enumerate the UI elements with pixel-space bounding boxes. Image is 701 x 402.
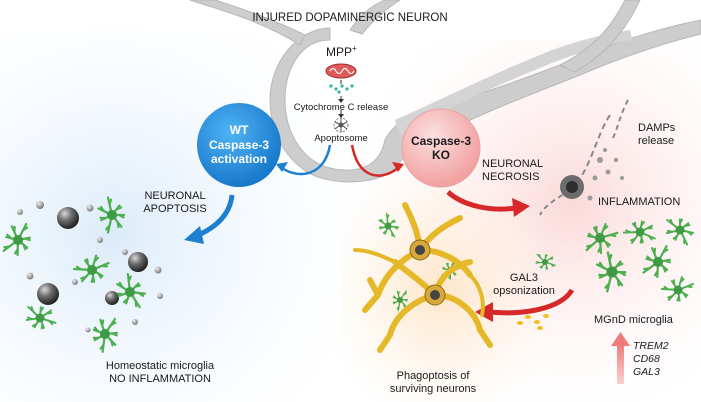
phagoptosis-label: Phagoptosis of surviving neurons: [378, 370, 488, 395]
cytochrome-icon: [329, 84, 354, 94]
necrosis-line2: NECROSIS: [482, 170, 540, 183]
wt-caspase-badge-shape: [197, 103, 281, 187]
damps-line2: release: [638, 134, 675, 147]
blue-curve-arrow: [281, 144, 332, 176]
surviving-neuron-somas: [409, 239, 446, 306]
microglia-cell: [392, 290, 408, 312]
microglia-cell: [660, 276, 695, 302]
red-curve-arrow: [350, 144, 399, 177]
microglia-cell: [25, 305, 57, 330]
microglia-cell: [72, 254, 110, 283]
wt-badge-line1: WT: [229, 123, 249, 138]
gene-list: TREM2 CD68 GAL3: [633, 340, 669, 379]
homeostatic-line2: NO INFLAMMATION: [109, 372, 211, 385]
apoptosome-label: Apoptosome: [314, 133, 368, 144]
damps-label: DAMPs release: [638, 122, 675, 147]
gal3-particles: [517, 314, 549, 330]
apoptosis-line1: NEURONAL: [144, 190, 206, 202]
upregulation-arrow: [617, 344, 624, 384]
apoptotic-bodies: [17, 201, 163, 333]
phagoptosis-line2: surviving neurons: [389, 382, 477, 395]
microglia-cell: [97, 196, 126, 234]
gene-trem2: TREM2: [633, 340, 669, 352]
necrosis-line1: NEURONAL: [482, 158, 544, 170]
microglia-cell: [585, 222, 619, 255]
homeostatic-line1: Homeostatic microglia: [105, 360, 215, 372]
mpp-text: MPP: [326, 45, 353, 59]
mitochondrion-icon: [325, 63, 357, 79]
microglia-cell: [92, 317, 119, 353]
ko-caspase-badge: Caspase-3 KO: [402, 109, 480, 187]
surviving-neurons: [353, 202, 493, 353]
wt-caspase-badge: WT Caspase-3 activation: [197, 103, 281, 187]
microglia-cell: [116, 273, 147, 309]
microglia-cell: [642, 245, 671, 279]
wt-badge-line3: activation: [210, 152, 267, 167]
necrosis-arrow: [446, 190, 516, 212]
ko-badge-line1: Caspase-3: [410, 133, 472, 148]
mpp-sup: +: [352, 44, 357, 53]
wt-badge-line2: Caspase-3: [208, 137, 270, 152]
apoptosome-icon: [333, 117, 349, 133]
microglia-cell: [665, 218, 695, 246]
microglia-cell: [2, 222, 31, 257]
ko-badge-line2: KO: [432, 148, 450, 162]
necrotic-neuron: [539, 99, 629, 216]
damps-line1: DAMPs: [638, 122, 676, 134]
microglia-cell: [596, 251, 627, 293]
gal3-line2: opsonization: [493, 284, 555, 297]
homeostatic-label: Homeostatic microglia NO INFLAMMATION: [80, 360, 240, 385]
gal3-label: GAL3 opsonization: [484, 272, 564, 297]
gene-gal3: GAL3: [633, 366, 660, 379]
microglia-cell: [535, 253, 556, 270]
diagram-title: INJURED DOPAMINERGIC NEURON: [252, 12, 448, 24]
cytochrome-label: Cytochrome C release: [293, 102, 389, 113]
microglia-cells: [2, 196, 695, 353]
ko-caspase-badge-shape: [401, 108, 481, 188]
necrosis-label: NEURONAL NECROSIS: [482, 158, 543, 183]
phagoptosis-line1: Phagoptosis of: [396, 370, 470, 382]
apoptosis-line2: APOPTOSIS: [143, 202, 207, 215]
gal3-arrow: [489, 288, 575, 316]
microglia-cell: [378, 212, 400, 238]
mgnd-label: MGnD microglia: [594, 314, 673, 326]
mpp-label: MPP+: [326, 44, 357, 60]
gal3-line1: GAL3: [509, 272, 539, 284]
apoptosis-label: NEURONAL APOPTOSIS: [130, 190, 220, 215]
inflammation-label: INFLAMMATION: [598, 196, 681, 208]
microglia-cell: [622, 220, 656, 244]
gene-cd68: CD68: [633, 353, 660, 366]
